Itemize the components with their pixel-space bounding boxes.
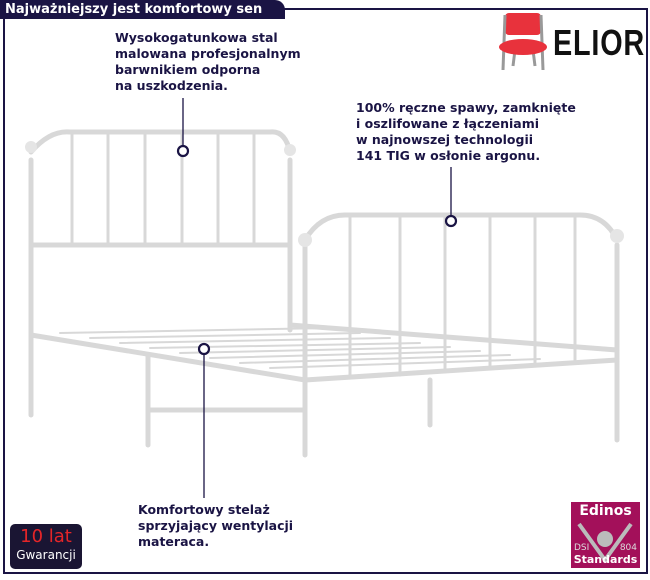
certificate-name: Edinos bbox=[579, 503, 632, 519]
welds-note: 100% ręczne spawy, zamknięte i oszlifowa… bbox=[356, 100, 576, 163]
certificate-right: 804 bbox=[619, 543, 637, 553]
certificate-badge: Edinos DSI 804 Standards bbox=[571, 502, 640, 568]
header-title: Najważniejszy jest komfortowy sen bbox=[0, 0, 285, 19]
warranty-badge: 10 lat Gwarancji bbox=[10, 524, 82, 569]
check-icon bbox=[577, 522, 633, 564]
steel-note: Wysokogatunkowa stal malowana profesjona… bbox=[115, 30, 301, 93]
warranty-years: 10 lat bbox=[20, 526, 72, 547]
chair-icon bbox=[499, 13, 547, 71]
slats-note: Komfortowy stelaż sprzyjający wentylacji… bbox=[138, 502, 294, 549]
image-frame bbox=[3, 8, 648, 574]
certificate-left: DSI bbox=[574, 543, 590, 553]
brand-logo: ELIOR bbox=[553, 22, 646, 63]
certificate-label: Standards bbox=[573, 553, 638, 566]
warranty-label: Gwarancji bbox=[16, 548, 76, 562]
